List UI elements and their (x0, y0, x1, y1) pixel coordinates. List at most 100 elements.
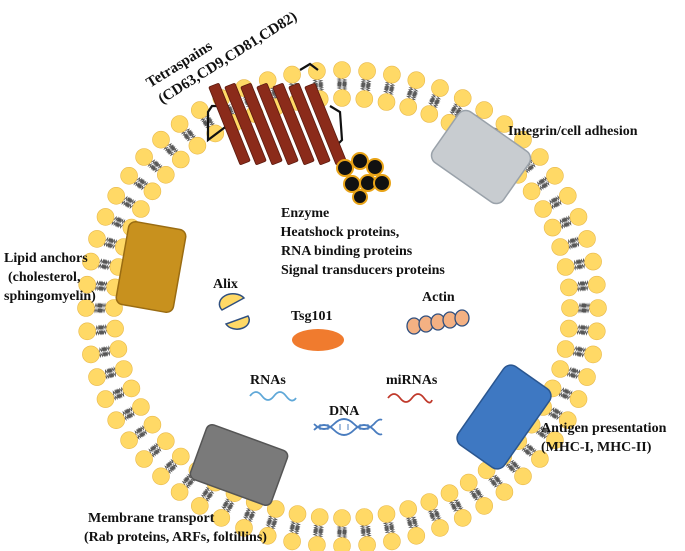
lipid-tail (521, 446, 531, 455)
lipid-tail (475, 490, 484, 500)
lipid-head (355, 508, 374, 526)
lipid-tail (581, 302, 591, 309)
lipid-tail (125, 406, 135, 415)
lipid-head (587, 275, 606, 294)
lipid-tail (102, 258, 111, 266)
lipid-head (556, 258, 575, 276)
lipid-head (172, 447, 190, 466)
lipid-tail (455, 502, 464, 512)
lipid-head (383, 65, 401, 84)
lipid-head (143, 182, 162, 201)
lipid-tail (243, 508, 252, 517)
lipid-head (107, 411, 125, 430)
lipid-tail (204, 492, 213, 502)
lipid-tail (266, 515, 274, 525)
lipid-tail (577, 346, 586, 353)
lipid-head (475, 497, 494, 515)
lipid-tail (289, 521, 297, 530)
lipid-head (135, 450, 153, 468)
lipid-head (107, 187, 125, 205)
lipid-head (310, 508, 329, 526)
lipid-tail (293, 525, 301, 534)
lipid-head (569, 208, 588, 226)
lipid-tail (207, 117, 215, 127)
lipid-tail (341, 81, 348, 91)
lipid-tail (200, 116, 209, 126)
lipid-tail (153, 161, 163, 170)
lipid-tail (411, 519, 420, 529)
lipid-head (188, 136, 207, 155)
lipid-tail (336, 77, 343, 87)
membrane-transport-protein (189, 423, 289, 507)
lipid-tail (576, 257, 586, 265)
lipid-head (551, 360, 570, 378)
lipid-tail (98, 280, 108, 287)
lipid-head (495, 483, 514, 501)
lipid-head (235, 519, 253, 537)
lipid-tail (580, 280, 590, 287)
lipid-head (399, 98, 418, 116)
lipid-tail (222, 498, 231, 508)
lipid-head (407, 526, 426, 545)
lipid-tail (571, 236, 580, 244)
lipid-tail (111, 219, 121, 228)
lipid-tail (312, 524, 320, 534)
lipid-head (135, 148, 153, 166)
lipid-head (578, 230, 596, 248)
lipid-head (420, 493, 439, 511)
lipid-tail (563, 388, 573, 397)
lipid-tail (365, 528, 372, 538)
lipid-tail (121, 199, 131, 208)
tetraspanin-helix (288, 83, 331, 165)
lipid-tail (163, 145, 172, 155)
lipid-head (358, 62, 376, 80)
lipid-tail (551, 195, 562, 203)
label-enzyme: Enzyme (281, 206, 329, 221)
lipid-tail (93, 307, 103, 314)
lipid-tail (488, 476, 497, 486)
lipid-head (172, 150, 190, 169)
lipid-head (453, 89, 472, 107)
lipid-head (561, 299, 579, 317)
lipid-tail (112, 393, 122, 401)
lipid-head (420, 105, 439, 123)
lipid-tail (341, 529, 348, 539)
lipid-tail (150, 442, 160, 451)
label-membrane-1: Membrane transport (88, 511, 215, 526)
lipid-tail (317, 82, 325, 92)
label-actin: Actin (422, 290, 455, 305)
lipid-tail (317, 528, 324, 538)
lipid-tail (549, 201, 559, 210)
lipid-tail (364, 82, 372, 92)
label-rna-binding: RNA binding proteins (281, 244, 413, 259)
label-rnas: RNAs (250, 373, 286, 388)
lipid-head (407, 71, 426, 89)
lipid-head (288, 505, 307, 523)
lipid-tail (360, 78, 367, 88)
lipid-head (109, 340, 128, 358)
lipid-tail (410, 91, 418, 101)
lipid-tail (98, 351, 108, 359)
lipid-head (170, 115, 189, 133)
lipid-tail (434, 511, 442, 521)
lipid-head (191, 497, 209, 515)
lipid-tail (97, 302, 107, 309)
lipid-tail (122, 413, 133, 421)
lipid-head (132, 398, 150, 416)
lipid-tail (553, 408, 563, 417)
lipid-head (88, 368, 106, 386)
lipid-head (587, 322, 606, 341)
enzyme-cluster (336, 152, 391, 205)
lipid-head (82, 252, 100, 271)
lipid-head (377, 505, 396, 523)
lipid-head (534, 200, 552, 218)
lipid-tail (166, 458, 176, 468)
lipid-tail (573, 263, 582, 271)
lipid-tail (94, 329, 104, 336)
lipid-head (152, 467, 170, 486)
lipid-head (122, 379, 141, 398)
lipid-head (399, 500, 418, 518)
lipid-head (105, 299, 123, 317)
lipid-head (266, 500, 285, 518)
